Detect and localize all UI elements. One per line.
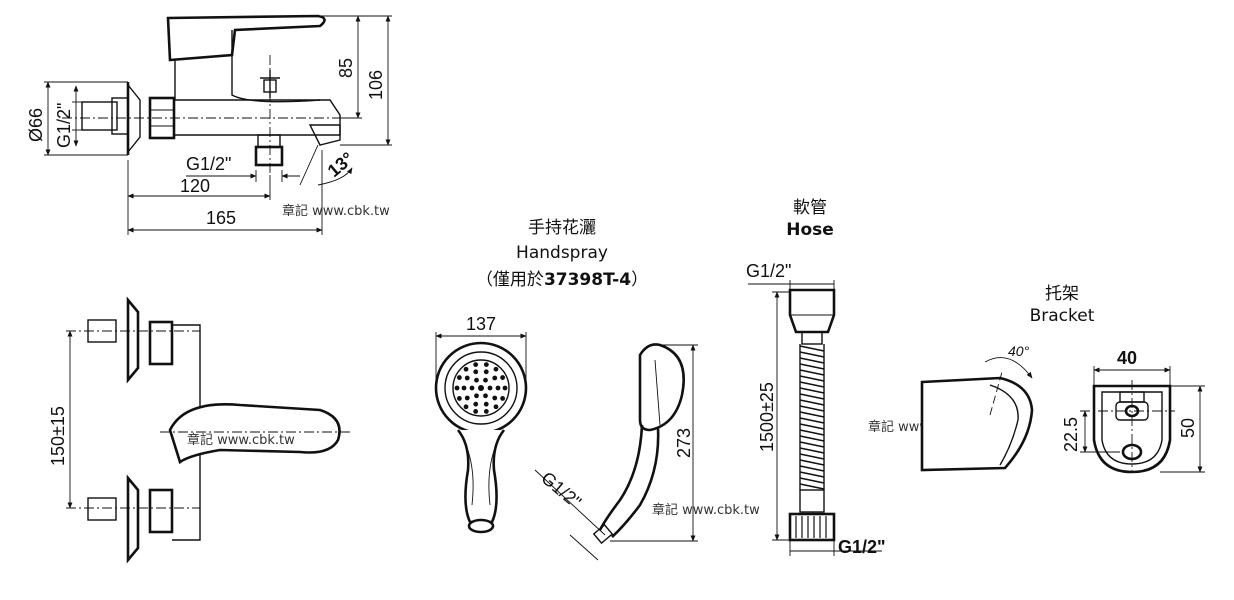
side-view-drawing bbox=[44, 14, 392, 235]
handspray-dim-length: 273 bbox=[674, 428, 694, 458]
handspray-title-en: Handspray bbox=[516, 243, 608, 263]
hose-dim-bottom-thread: G1/2" bbox=[838, 537, 886, 557]
bracket-side-drawing bbox=[920, 357, 1034, 472]
side-dim-angle: 13° bbox=[324, 148, 358, 181]
hose-drawing bbox=[748, 280, 882, 556]
hose-dim-length: 1500±25 bbox=[757, 382, 777, 452]
handspray-front-drawing bbox=[434, 332, 528, 534]
handspray-side-drawing bbox=[534, 343, 698, 561]
bracket-dim-offset: 22.5 bbox=[1061, 417, 1081, 452]
bracket-dim-width: 40 bbox=[1117, 348, 1137, 368]
bracket-title-en: Bracket bbox=[1030, 306, 1095, 326]
handspray-watermark: 章記 www.cbk.tw bbox=[652, 502, 760, 518]
side-dim-height-106: 106 bbox=[366, 70, 386, 100]
hose-dim-top-thread: G1/2" bbox=[746, 261, 791, 281]
front-watermark: 章記 www.cbk.tw bbox=[187, 432, 295, 448]
side-dim-outlet-thread: G1/2" bbox=[186, 154, 231, 174]
front-view-drawing bbox=[66, 296, 350, 564]
bracket-front-drawing bbox=[1080, 366, 1205, 474]
side-dim-length-120: 120 bbox=[180, 176, 210, 196]
hose-title-en: Hose bbox=[786, 220, 834, 240]
side-watermark: 章記 www.cbk.tw bbox=[282, 203, 390, 219]
bracket-dim-height: 50 bbox=[1178, 418, 1198, 438]
handspray-dim-thread: G1/2" bbox=[537, 468, 585, 513]
bracket-title-zh: 托架 bbox=[1045, 284, 1079, 304]
side-dim-height-85: 85 bbox=[336, 58, 356, 78]
front-dim-center-distance: 150±15 bbox=[48, 406, 68, 466]
handspray-title-zh: 手持花灑 bbox=[528, 218, 596, 238]
handspray-dim-width: 137 bbox=[466, 314, 496, 334]
hose-title-zh: 軟管 bbox=[793, 198, 827, 218]
handspray-note: （僅用於37398T-4） bbox=[476, 270, 648, 290]
side-dim-inlet-thread: G1/2" bbox=[54, 103, 74, 148]
bracket-dim-angle: 40° bbox=[1008, 343, 1030, 359]
side-dim-diameter: Ø66 bbox=[26, 108, 46, 142]
side-dim-length-165: 165 bbox=[206, 208, 236, 228]
